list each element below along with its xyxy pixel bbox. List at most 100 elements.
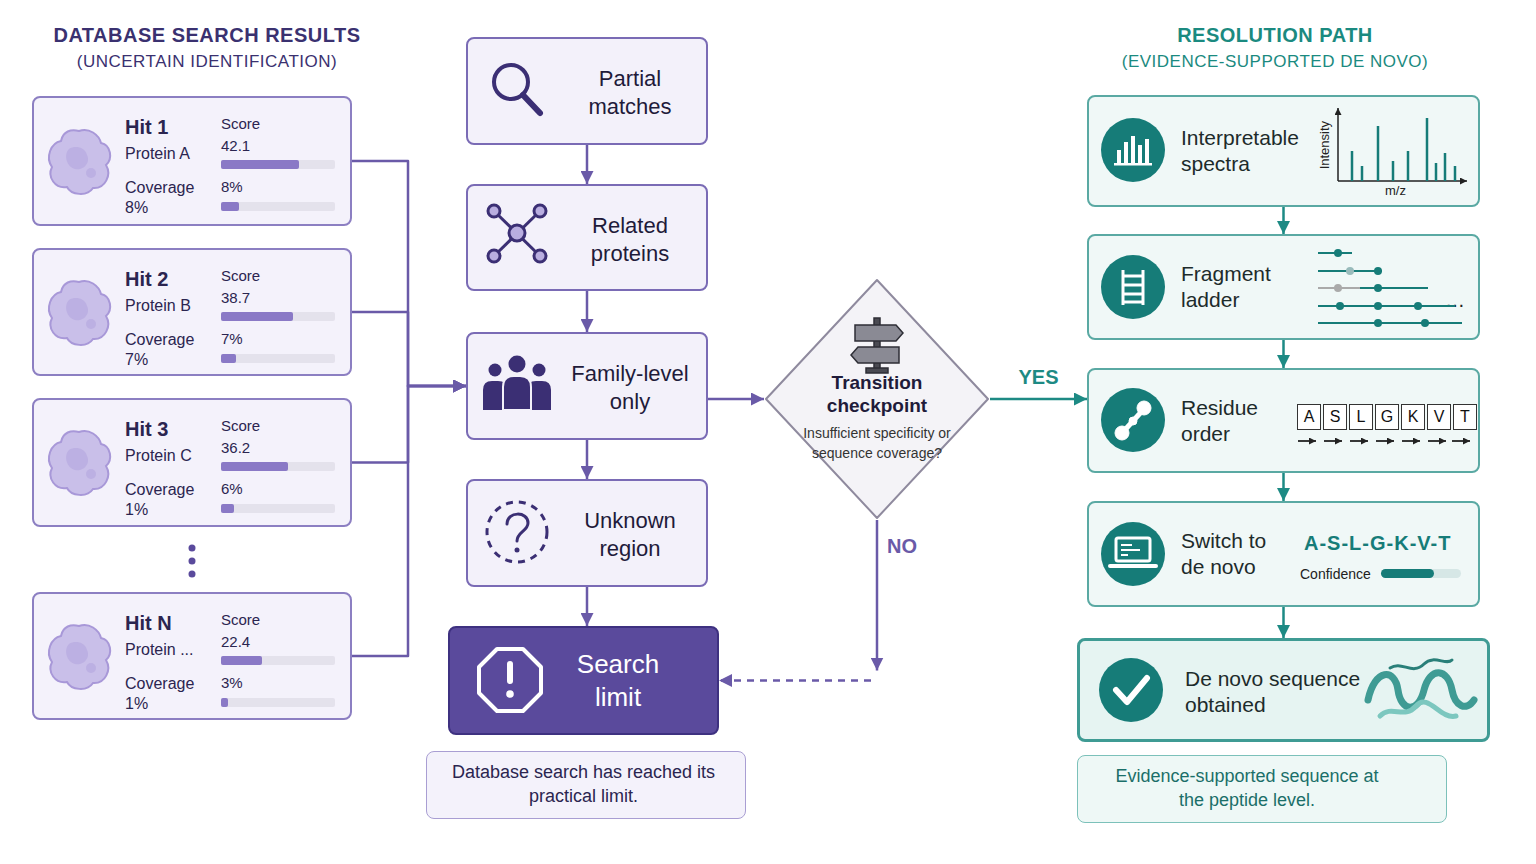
metric-name: Coverage [125, 480, 194, 500]
check-icon [1116, 678, 1147, 702]
connector [587, 440, 588, 479]
ellipsis-text: … [1445, 288, 1465, 313]
connector [352, 312, 466, 386]
connector-line [1282, 340, 1285, 368]
process-box: Unknown region [466, 479, 708, 587]
edge-label: YES [999, 365, 1079, 390]
connector-line [352, 386, 466, 656]
score-value: 38.7 [221, 289, 250, 308]
step-icon-circles [1099, 118, 1165, 722]
metric-name: Coverage [125, 330, 194, 350]
coverage-value: 3% [221, 674, 243, 693]
score-value: 36.2 [221, 439, 250, 458]
confidence-bar [1381, 569, 1461, 578]
connector-line [990, 398, 1087, 401]
section-subheading: (UNCERTAIN IDENTIFICATION) [0, 51, 427, 72]
connector-line [708, 398, 764, 401]
connector-line [352, 312, 466, 386]
connector-line [876, 520, 879, 671]
box-title: Unknown region [560, 507, 700, 563]
section-subheading: (EVIDENCE-SUPPORTED DE NOVO) [1055, 51, 1495, 72]
note-text: Evidence-supported sequence at the pepti… [1102, 764, 1392, 813]
result-card: Hit 3Protein CCoverage1%Score36.26% [32, 398, 352, 527]
connector-line [352, 386, 466, 463]
metric-name: Coverage [125, 178, 194, 198]
box-title: Partial matches [560, 65, 700, 121]
process-box: Residue orderASLGKVT [1087, 368, 1480, 473]
bar-track [221, 504, 335, 513]
protein-name: Protein A [125, 144, 190, 164]
connector [708, 399, 764, 400]
fragment-ladder-graphic [1318, 249, 1462, 327]
bar-fill [221, 202, 239, 211]
connector [587, 291, 588, 332]
score-value: 42.1 [221, 137, 250, 156]
box-title: Related proteins [560, 212, 700, 268]
stop-icon [479, 649, 541, 711]
section-heading: DATABASE SEARCH RESULTS [0, 23, 427, 48]
process-box: Switch to de novoA-S-L-G-K-V-TConfidence [1087, 501, 1480, 607]
protein-blob-icons [49, 130, 110, 689]
residue-letter: T [1453, 404, 1477, 430]
hit-title: Hit 3 [125, 417, 168, 442]
laptop-icon [1110, 538, 1156, 566]
result-box: De novo sequence obtained [1077, 638, 1490, 742]
connector-line [719, 679, 871, 682]
residue-order-arrows [1298, 440, 1470, 442]
metric-value: 7% [125, 350, 148, 370]
axis-label: m/z [1385, 183, 1406, 199]
coverage-value: 7% [221, 330, 243, 349]
section-heading: RESOLUTION PATH [1055, 23, 1495, 48]
bar-fill [221, 312, 293, 321]
connector [990, 399, 1087, 400]
decision-diamond: Transition checkpointInsufficient specif… [764, 278, 990, 520]
box-title: Switch to de novo [1181, 528, 1281, 581]
decision-question: Insufficient specificity or sequence cov… [797, 424, 957, 463]
bar-fill [221, 354, 236, 363]
hit-title: Hit 2 [125, 267, 168, 292]
bar-fill [221, 504, 234, 513]
connector-line [352, 161, 466, 386]
bar-fill [221, 698, 228, 707]
bar-track [221, 312, 335, 321]
bar-chart-icon [1114, 136, 1152, 166]
connector [1283, 340, 1284, 368]
signpost-icon [851, 318, 903, 373]
process-box: Partial matches [466, 37, 708, 145]
bar-track [221, 160, 335, 169]
metric-value: 1% [125, 500, 148, 520]
terminal-box: Search limit [448, 626, 719, 735]
note-box: Evidence-supported sequence at the pepti… [1077, 755, 1447, 823]
box-title: Family-level only [560, 360, 700, 416]
metric-name: Score [221, 611, 260, 630]
connector [1283, 207, 1284, 234]
diamond-shape [766, 280, 988, 518]
box-title: Search limit [562, 648, 674, 713]
bar-fill [221, 462, 288, 471]
metric-name: Score [221, 115, 260, 134]
box-title: De novo sequence obtained [1185, 666, 1375, 719]
network-icon [488, 205, 546, 262]
spectrum-plot [1338, 108, 1467, 181]
ellipsis-dots [189, 545, 196, 578]
note-box: Database search has reached its practica… [426, 751, 746, 819]
protein-ribbon [1368, 660, 1474, 717]
process-box: Fragment ladder… [1087, 234, 1480, 340]
result-card: Hit NProtein ...Coverage1%Score22.43% [32, 592, 352, 720]
metric-value: 8% [125, 198, 148, 218]
molecule-icon [1115, 401, 1151, 440]
bar-fill [221, 160, 299, 169]
bar-track [221, 698, 335, 707]
process-box: Related proteins [466, 184, 708, 291]
protein-name: Protein B [125, 296, 191, 316]
bar-track [221, 202, 335, 211]
box-title: Residue order [1181, 395, 1271, 448]
residue-letter: L [1349, 404, 1373, 430]
connector [587, 145, 588, 184]
metric-value: 1% [125, 694, 148, 714]
unknown-icon [487, 502, 547, 562]
connector [1283, 607, 1284, 638]
magnifier-icon [494, 65, 540, 113]
connector [1283, 473, 1284, 501]
